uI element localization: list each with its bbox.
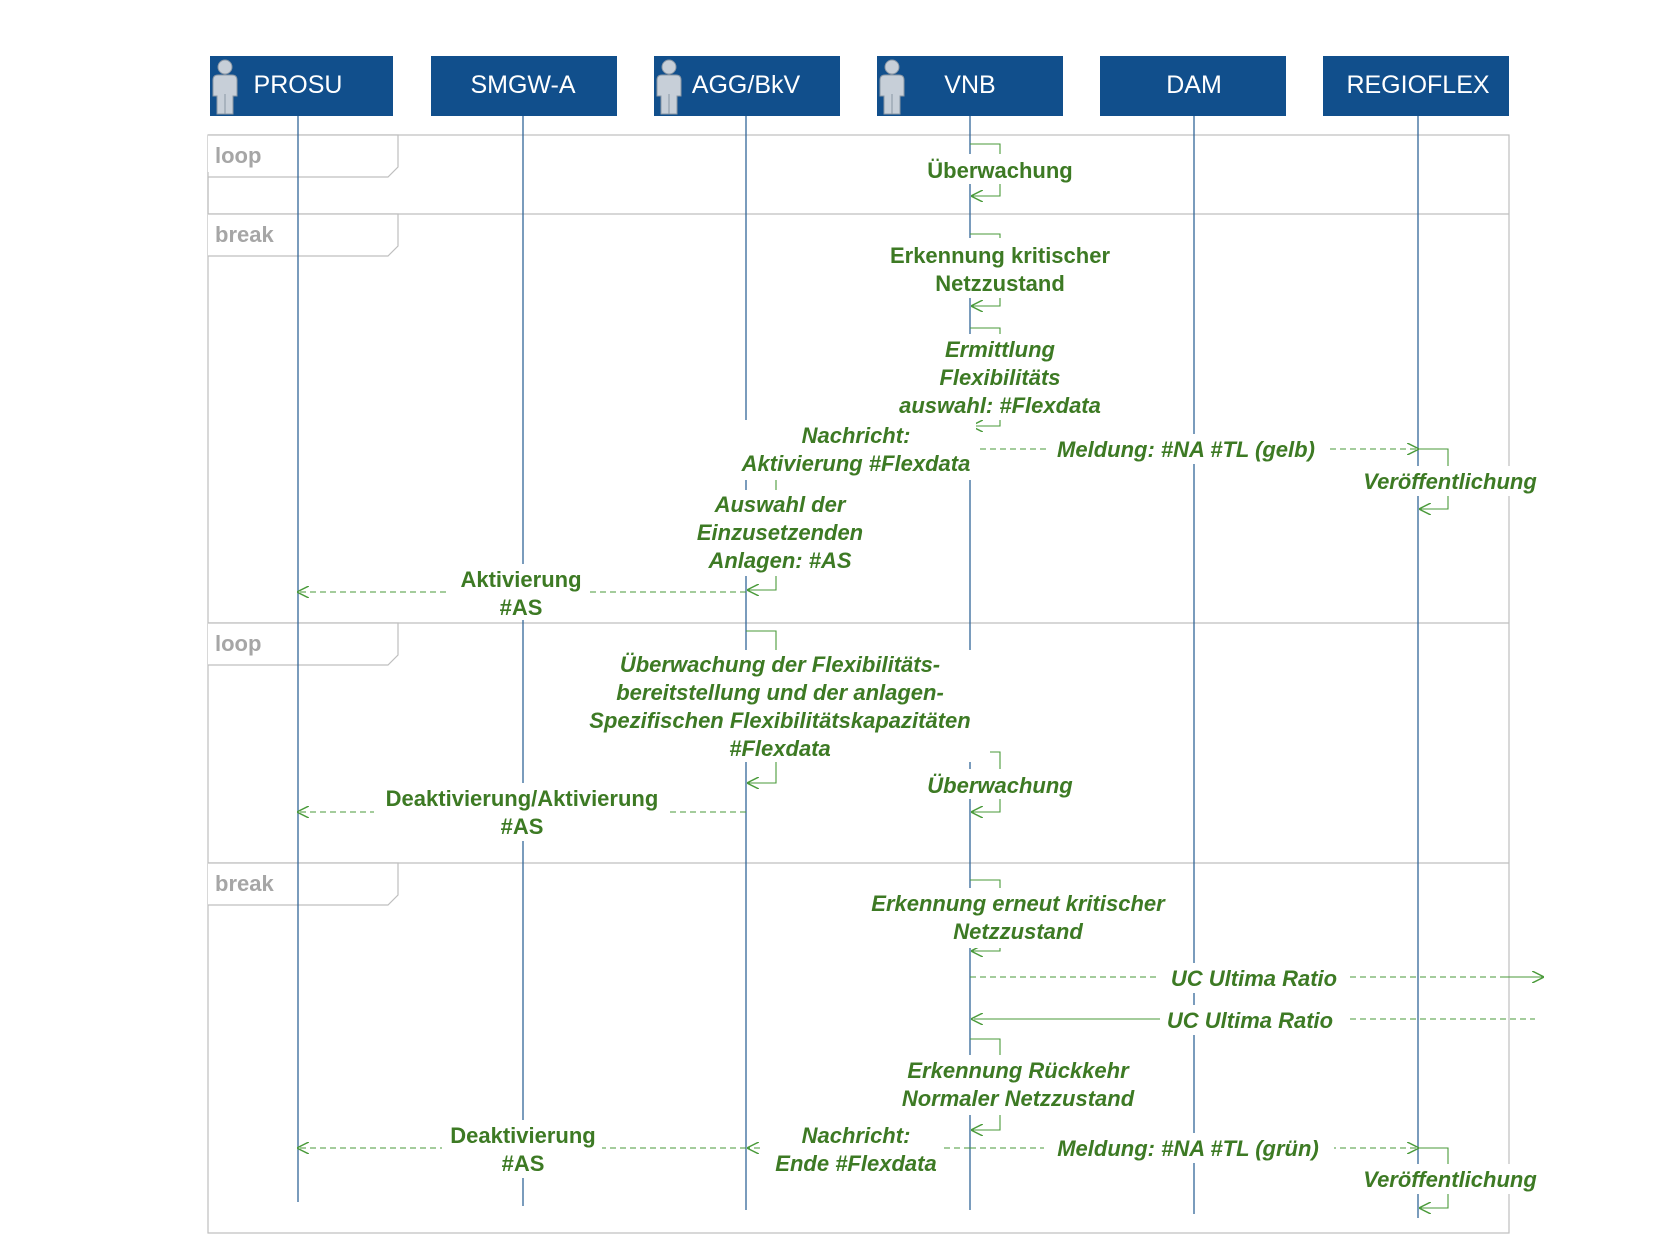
label-background [1160, 1005, 1350, 1035]
actor-label: REGIOFLEX [1346, 71, 1489, 99]
label-background [860, 888, 1180, 948]
person-icon [656, 59, 682, 115]
message-label: Überwachung [927, 773, 1073, 798]
fragment-label: loop [215, 631, 261, 656]
frame-border [207, 134, 1510, 1234]
label-background [686, 490, 874, 576]
actor-dam: DAM [1100, 56, 1286, 116]
label-background [1354, 466, 1544, 496]
actor-box [877, 56, 1063, 116]
actor-label: AGG/BkV [692, 71, 801, 99]
message-label: Deaktivierung#AS [450, 1123, 596, 1176]
actor-label: DAM [1166, 71, 1222, 99]
label-background [450, 564, 590, 620]
fragment-tab [208, 213, 399, 257]
actor-vnb: VNB [877, 56, 1063, 116]
actor-box [654, 56, 840, 116]
message-label: Aktivierung#AS [460, 567, 581, 620]
message-label: Nachricht:Aktivierung #Flexdata [741, 423, 971, 476]
message-label: Veröffentlichung [1363, 1167, 1537, 1192]
label-background [880, 238, 1120, 298]
message-label: Nachricht:Ende #Flexdata [775, 1123, 936, 1176]
label-background [730, 420, 976, 480]
fragment-label: break [215, 871, 274, 896]
actor-box [210, 56, 393, 116]
label-background [764, 1120, 944, 1178]
label-background [442, 1120, 602, 1178]
label-background [920, 154, 1080, 184]
actor-box [1100, 56, 1286, 116]
actor-agg-bkv: AGG/BkV [654, 56, 840, 116]
message-label: Überwachung [927, 158, 1072, 183]
fragment-label: break [215, 222, 274, 247]
label-background [1044, 1133, 1334, 1163]
actor-label: VNB [944, 71, 995, 99]
label-background [570, 650, 990, 762]
fragment-tab [208, 862, 399, 906]
fragment-tab [208, 622, 399, 666]
actor-label: PROSU [254, 71, 343, 99]
actor-regioflex: REGIOFLEX [1323, 56, 1509, 116]
actor-prosu: PROSU [210, 56, 393, 116]
message-label: Meldung: #NA #TL (grün) [1057, 1136, 1319, 1161]
person-icon [879, 59, 905, 115]
fragment-tab [208, 134, 399, 178]
message-label: Veröffentlichung [1363, 469, 1537, 494]
message-label: Meldung: #NA #TL (gelb) [1057, 437, 1315, 462]
actor-label: SMGW-A [470, 71, 575, 99]
label-background [890, 334, 1110, 420]
message-label: UC Ultima Ratio [1167, 1008, 1333, 1033]
actor-box [1323, 56, 1509, 116]
label-background [920, 769, 1080, 799]
message-label: Überwachung der Flexibilitäts-bereitstel… [589, 652, 970, 761]
label-background [1160, 963, 1350, 993]
message-label: Deaktivierung/Aktivierung#AS [386, 786, 659, 839]
actor-smgw-a: SMGW-A [431, 56, 617, 116]
label-background [890, 1055, 1150, 1115]
label-background [374, 783, 670, 841]
person-icon [212, 59, 238, 115]
fragment-label: loop [215, 143, 261, 168]
label-background [1354, 1164, 1544, 1194]
label-background [1048, 434, 1330, 464]
actor-box [431, 56, 617, 116]
message-label: UC Ultima Ratio [1171, 966, 1337, 991]
